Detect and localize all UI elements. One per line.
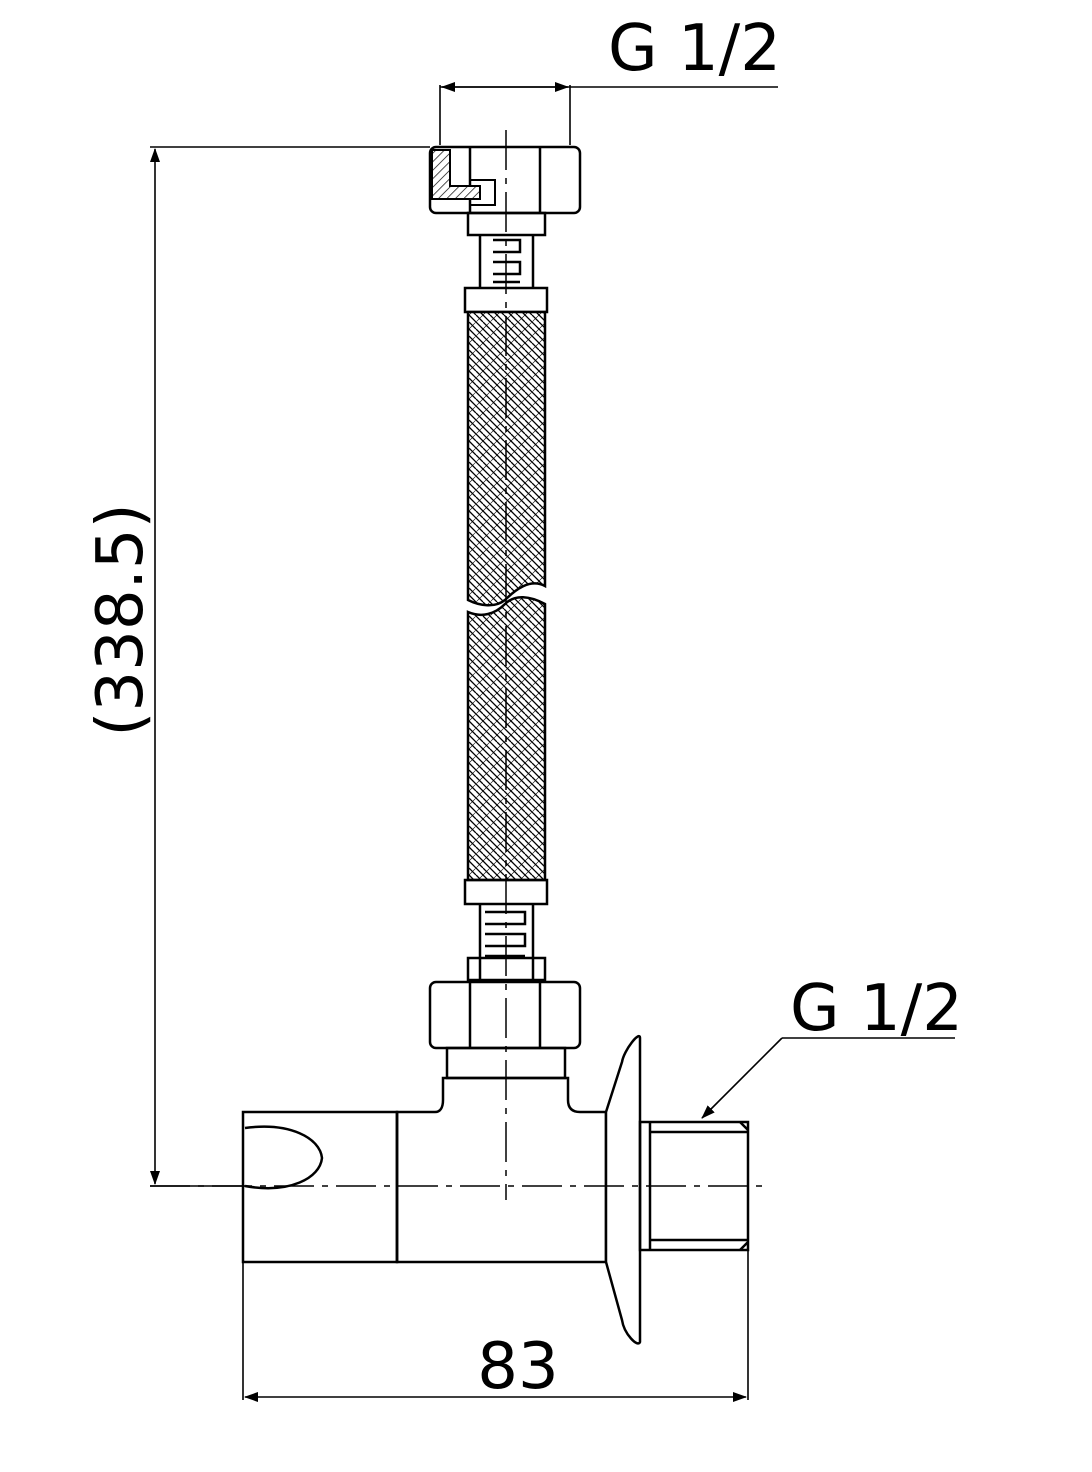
valve-handle — [241, 1110, 399, 1264]
width-dimension — [242, 1250, 749, 1402]
lower-nut — [428, 980, 582, 1080]
lower-hose-fitting — [463, 878, 549, 982]
top-thread-dimension — [439, 82, 778, 145]
height-dimension — [150, 146, 430, 1187]
top-thread-label: G 1/2 — [608, 12, 781, 86]
valve-body — [395, 1076, 608, 1264]
side-thread-dimension — [701, 1037, 955, 1119]
escutcheon-flange — [604, 1034, 642, 1345]
top-nut — [428, 145, 582, 215]
width-label: 83 — [477, 1330, 558, 1404]
side-thread-label: G 1/2 — [790, 972, 963, 1046]
height-label: (338.5) — [84, 503, 158, 736]
